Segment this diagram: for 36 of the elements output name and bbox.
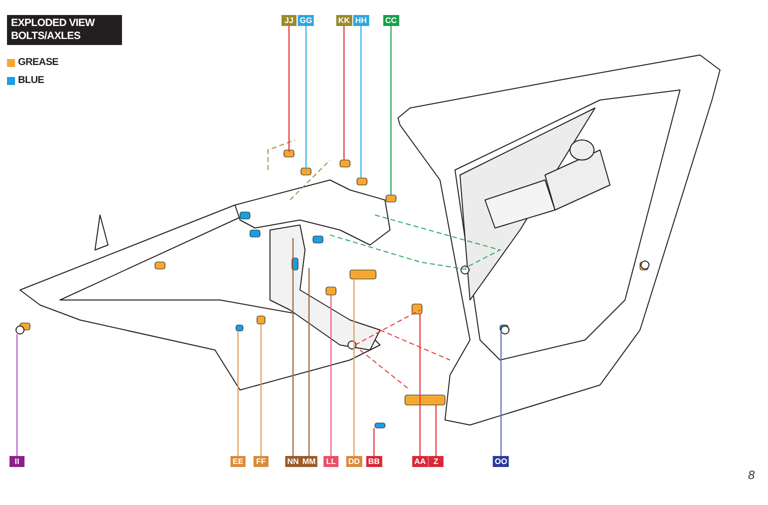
leader-line (305, 26, 307, 170)
leader-line (343, 26, 345, 160)
callout-tag: NN (285, 456, 301, 467)
callout-tag: II (10, 456, 24, 467)
leader-line (237, 331, 239, 456)
leader-line (353, 279, 355, 456)
leader-line (373, 428, 375, 456)
callout-tag: MM (300, 456, 318, 467)
callout-tag: Z (428, 456, 444, 467)
callout-tag: JJ (282, 15, 296, 26)
leader-line (419, 314, 421, 456)
legend-label: GREASE (18, 57, 58, 68)
leader-line (292, 238, 294, 456)
leader-line (16, 334, 18, 456)
callout-tag: LL (324, 456, 338, 467)
legend-label: BLUE (18, 75, 44, 86)
callout-tag: AA (412, 456, 428, 467)
title-banner: EXPLODED VIEW BOLTS/AXLES (7, 15, 122, 45)
callout-tag: CC (383, 15, 399, 26)
leader-line (500, 331, 502, 456)
callout-tag: DD (346, 456, 362, 467)
callout-tag: FF (254, 456, 268, 467)
callout-tag: GG (298, 15, 314, 26)
callout-tag: HH (353, 15, 369, 26)
leader-line (390, 26, 392, 195)
leader-line (435, 405, 437, 456)
callout-tag: BB (366, 456, 382, 467)
leader-line (308, 268, 310, 456)
page-number: 8 (748, 468, 755, 482)
leader-line (330, 295, 332, 456)
leader-line (360, 26, 362, 178)
callout-tag: EE (230, 456, 246, 467)
callout-tag: KK (336, 15, 352, 26)
leader-line (260, 324, 262, 456)
callout-tag: OO (492, 456, 510, 467)
leader-line (288, 26, 290, 152)
